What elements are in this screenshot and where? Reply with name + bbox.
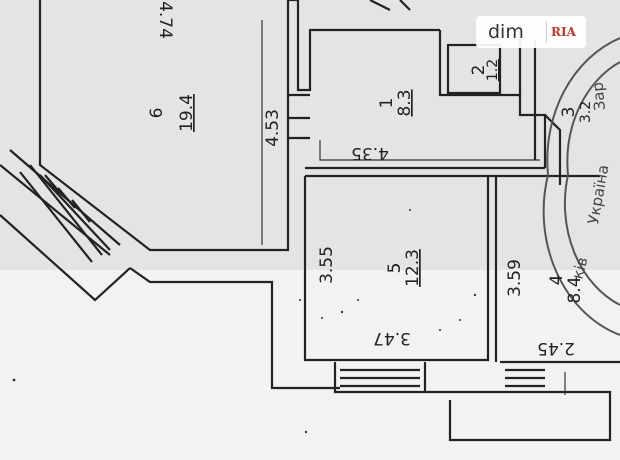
dim-245: 2.45: [537, 338, 575, 358]
room-5-walls: [303, 176, 490, 362]
room-3-area: 3.2: [578, 101, 594, 123]
dim-474: 4.74: [155, 1, 175, 39]
dim-355: 3.55: [317, 246, 337, 284]
bay-outer-wall: [0, 214, 131, 302]
stamp-inner-ring: [563, 61, 620, 306]
room-1-top-wall: [288, 0, 440, 92]
walls: [0, 0, 620, 442]
watermark-divider: [546, 21, 547, 43]
dim-453: 4.53: [263, 109, 283, 147]
room-6-number: 6: [147, 108, 167, 119]
dimension-labels: 4.74 4.53 4.35 3.55 3.59 3.47 2.45: [155, 1, 575, 358]
watermark-brand: dim: [488, 21, 524, 43]
room-5-area: 12.3: [403, 249, 423, 287]
stamp-text-3: ків: [568, 255, 591, 281]
bay-window: [19, 164, 111, 263]
dim-line-435: [319, 140, 540, 161]
watermark-logo: RIA: [551, 25, 576, 39]
stamp-outer-ring: [542, 37, 620, 336]
bay-wall-a: [0, 164, 111, 256]
room-5-balcony: [333, 362, 427, 394]
scan-speckles: [12, 209, 477, 434]
room-4-window: [505, 368, 545, 388]
room-3-corner: [544, 114, 562, 185]
room-5-window: [340, 368, 420, 388]
stamp: [542, 37, 620, 336]
room-5-number: 5: [385, 263, 405, 274]
watermark: dim RIA: [476, 16, 586, 48]
dim-435: 4.35: [351, 143, 389, 163]
room-1-area: 8.3: [395, 89, 415, 116]
room-1-number: 1: [377, 98, 397, 109]
stamp-text-2: Зар: [589, 81, 609, 111]
dim-347: 3.47: [373, 328, 411, 348]
dim-359: 3.59: [505, 259, 525, 297]
room-4-number: 4: [547, 275, 567, 286]
top-marks: [369, 0, 411, 11]
room-2-number: 2: [469, 65, 489, 76]
outer-wall-left: [129, 267, 340, 390]
room-labels: 6 19.4 1 8.3 2 1.2 3 3.2 5 12.3 4 8.4: [147, 59, 594, 304]
room-2-area: 1.2: [485, 59, 501, 81]
paper-light-area: [0, 270, 620, 460]
dimension-lines: [261, 20, 566, 395]
room-6-area: 19.4: [177, 94, 197, 132]
room-3-number: 3: [559, 107, 579, 118]
room-4-area: 8.4: [565, 276, 585, 303]
door-marks-left: [288, 93, 310, 140]
room-1-right-wall: [438, 30, 547, 168]
lower-balcony: [425, 390, 612, 442]
room-6-walls: [38, 0, 290, 252]
bay-window-ticks: [44, 174, 91, 223]
room-2-walls: [446, 43, 502, 95]
